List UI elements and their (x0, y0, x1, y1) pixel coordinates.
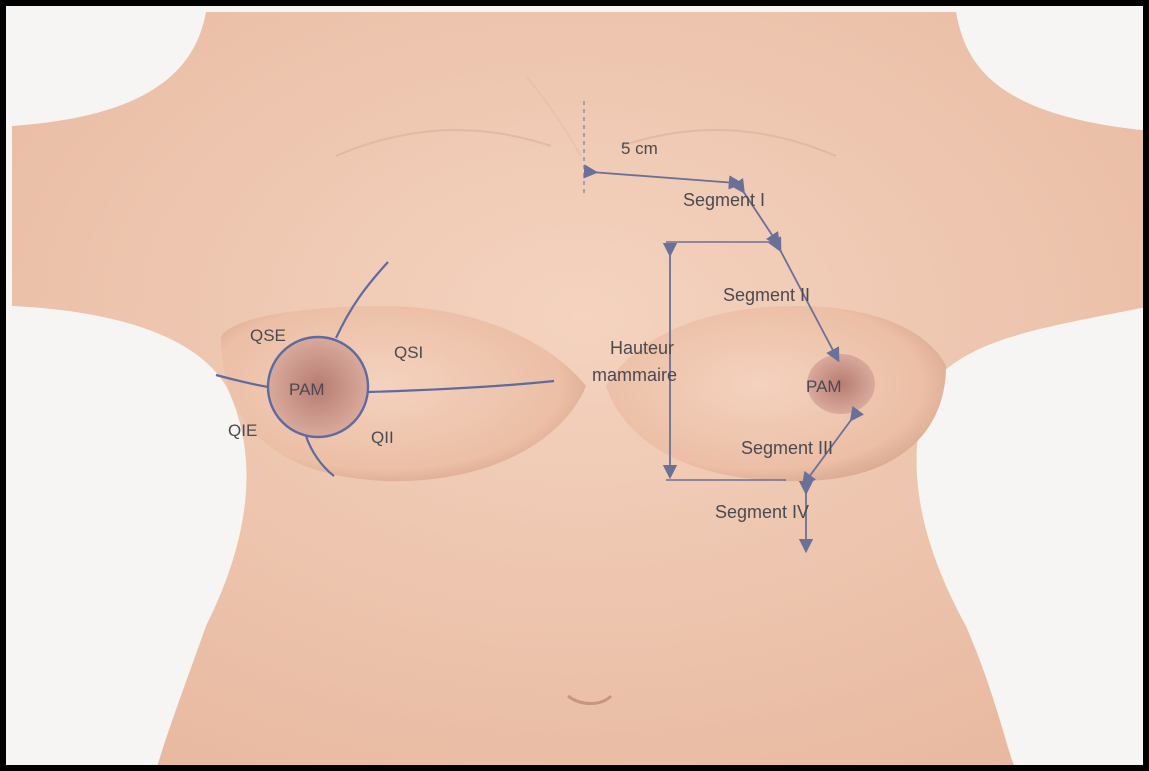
segment-2-label: Segment II (723, 285, 810, 305)
segment-4-label: Segment IV (715, 502, 809, 522)
qii-label: QII (371, 428, 394, 447)
segment-3-label: Segment III (741, 438, 833, 458)
height-label-line1: Hauteur (610, 338, 674, 358)
pam-label-left: PAM (289, 380, 325, 399)
qsi-label: QSI (394, 343, 423, 362)
segment-1-label: Segment I (683, 190, 765, 210)
anatomy-illustration: 5 cm Segment I Segment II Segment III Se… (6, 6, 1149, 771)
qse-label: QSE (250, 326, 286, 345)
qie-label: QIE (228, 421, 257, 440)
pam-label-right: PAM (806, 377, 842, 396)
height-label-line2: mammaire (592, 365, 677, 385)
distance-label: 5 cm (621, 139, 658, 158)
